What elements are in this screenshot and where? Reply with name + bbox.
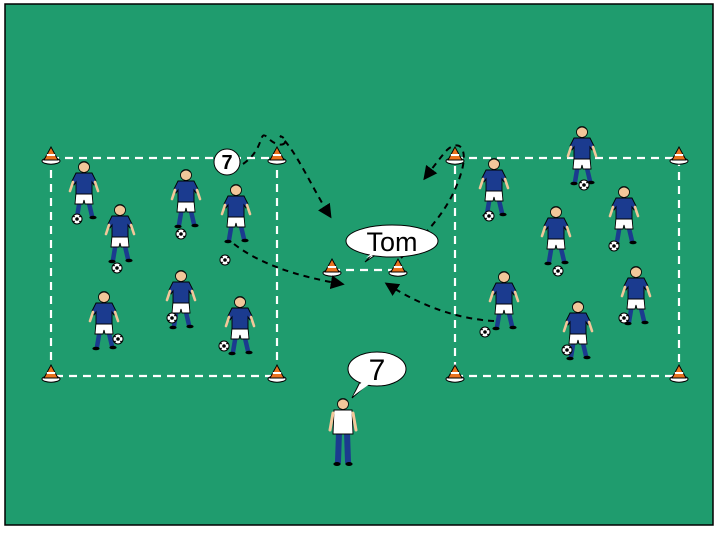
left-zone	[49, 156, 279, 378]
soccer-ball-icon	[71, 213, 83, 225]
player-number-badge: 7	[213, 148, 241, 176]
path-run-left-loop	[242, 134, 332, 219]
soccer-ball-icon	[479, 326, 491, 338]
soccer-ball-icon	[578, 179, 590, 191]
soccer-ball-icon	[166, 312, 178, 324]
soccer-ball-icon	[483, 210, 495, 222]
pitch	[4, 3, 714, 526]
soccer-ball-icon	[112, 333, 124, 345]
soccer-ball-icon	[111, 262, 123, 274]
soccer-ball-icon	[219, 254, 231, 266]
soccer-ball-icon	[618, 312, 630, 324]
coach-speech-bubble-text: 7	[369, 354, 386, 387]
soccer-ball-icon	[175, 228, 187, 240]
path-run-right-loop	[400, 144, 465, 259]
soccer-ball-icon	[218, 340, 230, 352]
soccer-ball-icon	[552, 265, 564, 277]
soccer-ball-icon	[608, 240, 620, 252]
player-number-badge-text: 7	[221, 152, 232, 174]
soccer-ball-icon	[561, 344, 573, 356]
center-speech-bubble: Tom	[345, 224, 439, 263]
path-dribble-left	[233, 243, 345, 290]
right-zone	[453, 156, 681, 378]
coach-speech-bubble: 7	[347, 351, 407, 399]
path-pass-right	[384, 282, 495, 322]
center-speech-bubble-text: Tom	[366, 227, 417, 257]
